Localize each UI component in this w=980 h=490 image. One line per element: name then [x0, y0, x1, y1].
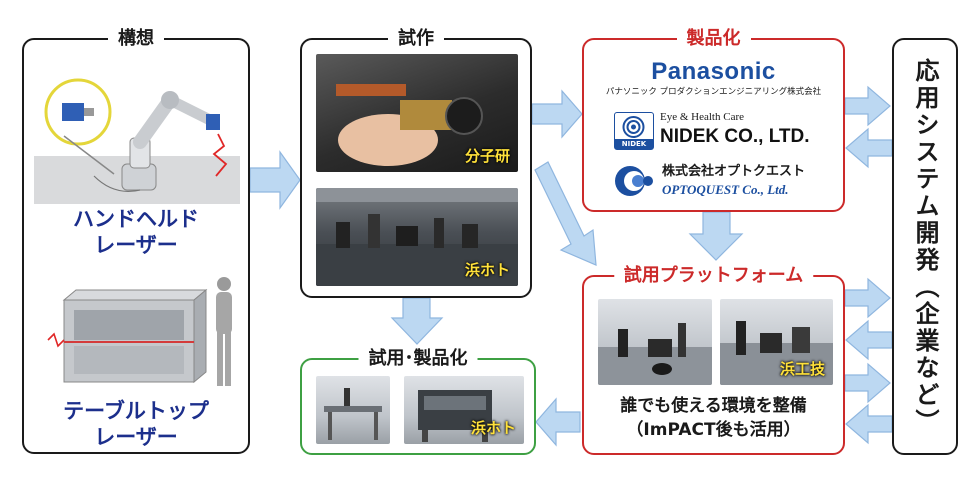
platform-text-line2: （ImPACT後も活用）: [626, 420, 801, 440]
platform-photo-right: 浜工技: [720, 299, 833, 385]
arrow-concept-to-prototype: [249, 150, 301, 210]
trial-product-photo-right: 浜ホト: [404, 376, 524, 444]
concept-title: 構想: [108, 27, 164, 51]
panasonic-sub: パナソニック プロダクションエンジニアリング株式会社: [605, 87, 822, 97]
company-optoquest: 株式会社オプトクエスト OPTOQUEST Co., Ltd.: [612, 162, 832, 202]
tabletop-laser-illustration: [44, 270, 240, 390]
nidek-name: NIDEK CO., LTD.: [660, 126, 810, 147]
prototype-box: 試作 分子研 浜ホト: [300, 27, 532, 298]
tabletop-label-line2: レーザー: [94, 425, 178, 449]
arrow-platform-to-trial-product: [535, 397, 581, 447]
platform-text-line1: 誰でも使える環境を整備: [620, 396, 807, 416]
panasonic-logo: Panasonic: [651, 58, 776, 85]
platform-photo-left: [598, 299, 712, 385]
trial-productization-box: 試用･製品化 浜ホト: [300, 347, 536, 455]
trial-product-photo-left: [316, 376, 390, 444]
prototype-photo2-tag: 浜ホト: [464, 261, 510, 279]
optoquest-name-en: OPTOQUEST Co., Ltd.: [662, 182, 789, 197]
trial-product-photo-tag: 浜ホト: [470, 419, 516, 437]
arrow-productization-to-application: [844, 85, 891, 127]
handheld-laser-illustration: [34, 56, 240, 204]
optoquest-name-jp: 株式会社オプトクエスト: [662, 164, 806, 179]
arrow-prototype-to-platform: [534, 161, 597, 266]
platform-photo-tag: 浜工技: [779, 360, 825, 378]
productization-title: 製品化: [676, 27, 751, 51]
arrow-productization-to-platform: [688, 211, 744, 261]
nidek-tagline: Eye & Health Care: [660, 111, 744, 123]
arrow-prototype-to-trial-product: [390, 297, 444, 345]
arrow-application-to-platform-2: [845, 403, 893, 445]
trial-productization-title: 試用･製品化: [358, 347, 478, 371]
handheld-label-line2: レーザー: [94, 233, 178, 257]
prototype-title: 試作: [388, 27, 444, 51]
arrow-prototype-to-productization: [531, 89, 583, 139]
handheld-label-line1: ハンドヘルド: [73, 207, 199, 231]
optoquest-logo-icon: [615, 166, 653, 196]
trial-platform-title: 試用プラットフォーム: [613, 264, 814, 288]
company-nidek: NIDEK Eye & Health Care NIDEK CO., LTD.: [614, 110, 824, 154]
productization-box: 製品化 Panasonic パナソニック プロダクションエンジニアリング株式会社…: [582, 27, 845, 212]
company-panasonic: Panasonic パナソニック プロダクションエンジニアリング株式会社: [584, 58, 843, 98]
prototype-photo1-tag: 分子研: [464, 147, 510, 165]
arrow-platform-to-application-1: [844, 277, 891, 319]
arrow-application-to-productization: [845, 127, 893, 169]
application-box: 応用システム開発（企業など）: [892, 38, 958, 455]
nidek-logo-icon: NIDEK: [614, 112, 654, 150]
application-text: 応用システム開発（企業など）: [911, 57, 939, 436]
tabletop-label-line1: テーブルトップ: [63, 399, 209, 423]
arrow-application-to-platform-1: [845, 319, 893, 361]
trial-platform-box: 試用プラットフォーム 浜工技 誰でも使える環境を整備 （ImPACT後も活用）: [582, 264, 845, 455]
concept-box: 構想 ハンドヘルド レーザー: [22, 27, 250, 454]
nidek-logo-text: NIDEK: [615, 139, 653, 149]
prototype-photo-handheld: 分子研: [316, 54, 518, 172]
prototype-photo-lab: 浜ホト: [316, 188, 518, 286]
arrow-platform-to-application-2: [844, 362, 891, 404]
